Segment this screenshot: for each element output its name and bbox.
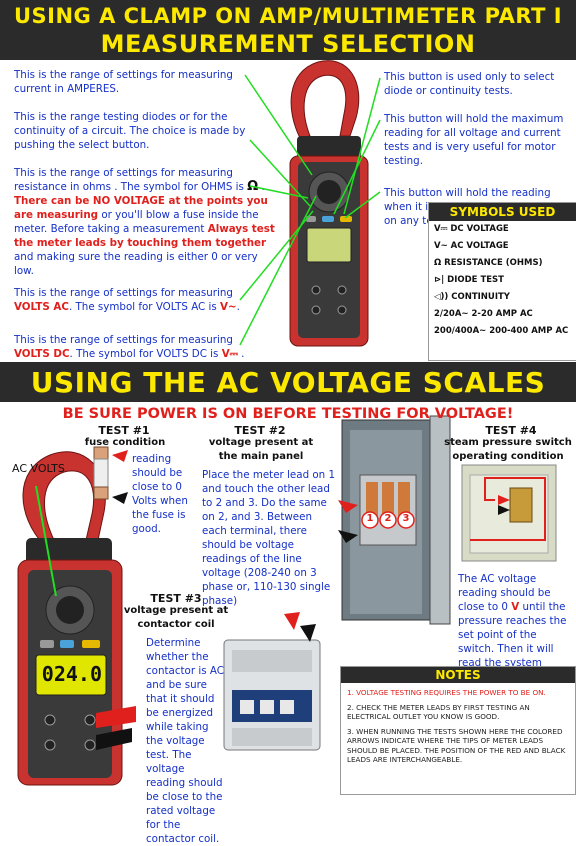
clamp-meter-bottom (17, 451, 136, 786)
test3-subtitle: voltage present at contactor coil (123, 605, 229, 630)
ac-volts-label: AC VOLTS (12, 462, 65, 475)
terminal-2: 2 (384, 513, 392, 524)
test1-title: TEST #1 (98, 424, 150, 437)
symbol-item: ◁)) CONTINUITY (434, 292, 510, 302)
test1-subtitle: fuse condition (84, 437, 166, 448)
symbol-item: ⊳| DIODE TEST (434, 275, 504, 285)
note-resistance-end: and making sure the reading is either 0 … (14, 251, 258, 277)
note-max-button: This button will hold the maximum readin… (384, 113, 564, 167)
note-diode-continuity: This is the range testing diodes or for … (14, 110, 264, 152)
test3-title: TEST #3 (150, 592, 202, 605)
electrical-panel (338, 415, 451, 625)
note-vac-mid: . The symbol for VOLTS AC is (68, 301, 217, 313)
note-diode-text: This is the range testing diodes or for … (14, 111, 246, 151)
note-amperes: This is the range of settings for measur… (14, 68, 259, 96)
note-item: 3. WHEN RUNNING THE TESTS SHOWN HERE THE… (347, 726, 566, 765)
clamp-meter-top (289, 60, 369, 347)
symbols-title: SYMBOLS USED (429, 203, 576, 221)
test4-body-a: The AC voltage reading should be close t… (458, 573, 551, 613)
test3-body: Determine whether the contactor is AC an… (146, 637, 224, 845)
terminal-3: 3 (402, 513, 410, 524)
ac-volts-arrow (35, 485, 57, 597)
test4-subtitle: steam pressure switch operating conditio… (444, 437, 572, 462)
note-vac-bold: VOLTS AC (14, 301, 69, 313)
note-item: 1. VOLTAGE TESTING REQUIRES THE POWER TO… (347, 688, 546, 697)
fuse-illustration (93, 446, 128, 504)
section2-banner: USING THE AC VOLTAGE SCALES (0, 362, 576, 402)
test2-title: TEST #2 (234, 424, 286, 437)
vdc-symbol: V⎓ (221, 348, 238, 360)
section2-title: USING THE AC VOLTAGE SCALES (30, 366, 546, 399)
test1-body: reading should be close to 0 Volts when … (132, 453, 188, 535)
note-vdc-mid: . The symbol for VOLTS DC is (69, 348, 219, 360)
note-volts-dc: This is the range of settings for measur… (14, 334, 245, 360)
symbols-legend: SYMBOLS USED V⎓ DC VOLTAGE V~ AC VOLTAGE… (428, 202, 576, 361)
note-select-button: This button is used only to select diode… (384, 71, 555, 97)
symbol-item: Ω RESISTANCE (OHMS) (434, 258, 543, 268)
header-title-line2: MEASUREMENT SELECTION (100, 30, 476, 58)
note-item: 2. CHECK THE METER LEADS BY FIRST TESTIN… (347, 702, 530, 722)
terminal-1: 1 (366, 513, 374, 524)
note-vdc-bold: VOLTS DC (14, 348, 70, 360)
test2-body: Place the meter lead on 1 and touch the … (202, 469, 336, 607)
note-resistance: This is the range of settings for measur… (14, 167, 275, 277)
note-resistance-warning: There can be NO VOLTAGE at the points yo… (14, 195, 268, 221)
power-warning: BE SURE POWER IS ON BEFORE TESTING FOR V… (62, 406, 514, 422)
note-vac-intro: This is the range of settings for measur… (14, 287, 233, 299)
note-volts-ac: This is the range of settings for measur… (14, 287, 240, 313)
symbol-item: V~ AC VOLTAGE (434, 241, 509, 251)
notes-box: NOTES 1. VOLTAGE TESTING REQUIRES THE PO… (340, 666, 576, 795)
symbol-item: 200/400A~ 200-400 AMP AC (434, 326, 569, 336)
note-resistance-touch: Always test the meter leads by touching … (14, 223, 275, 249)
notes-title: NOTES (341, 667, 575, 683)
note-amperes-text: This is the range of settings for measur… (14, 69, 233, 95)
test4-body-v: V (511, 601, 520, 613)
green-arrows-top (239, 74, 381, 346)
test4-title: TEST #4 (485, 424, 537, 437)
meter-display: 024.0 (41, 662, 102, 686)
note-vdc-intro: This is the range of settings for measur… (14, 334, 233, 346)
pressure-switch (461, 464, 557, 562)
note-resistance-intro: This is the range of settings for measur… (14, 167, 244, 193)
symbol-item: 2/20A~ 2-20 AMP AC (434, 309, 533, 319)
diagram-graphics (17, 60, 557, 786)
contactor (223, 612, 321, 751)
header-title-line1: USING A CLAMP ON AMP/MULTIMETER PART I (13, 4, 563, 28)
vac-symbol: V~ (220, 301, 237, 313)
header-banner: USING A CLAMP ON AMP/MULTIMETER PART I M… (0, 0, 576, 60)
test2-subtitle: voltage present at the main panel (208, 437, 314, 462)
symbol-item: V⎓ DC VOLTAGE (434, 224, 509, 234)
note-resistance-mid: or you'll blow a fuse inside the meter. … (14, 209, 259, 235)
